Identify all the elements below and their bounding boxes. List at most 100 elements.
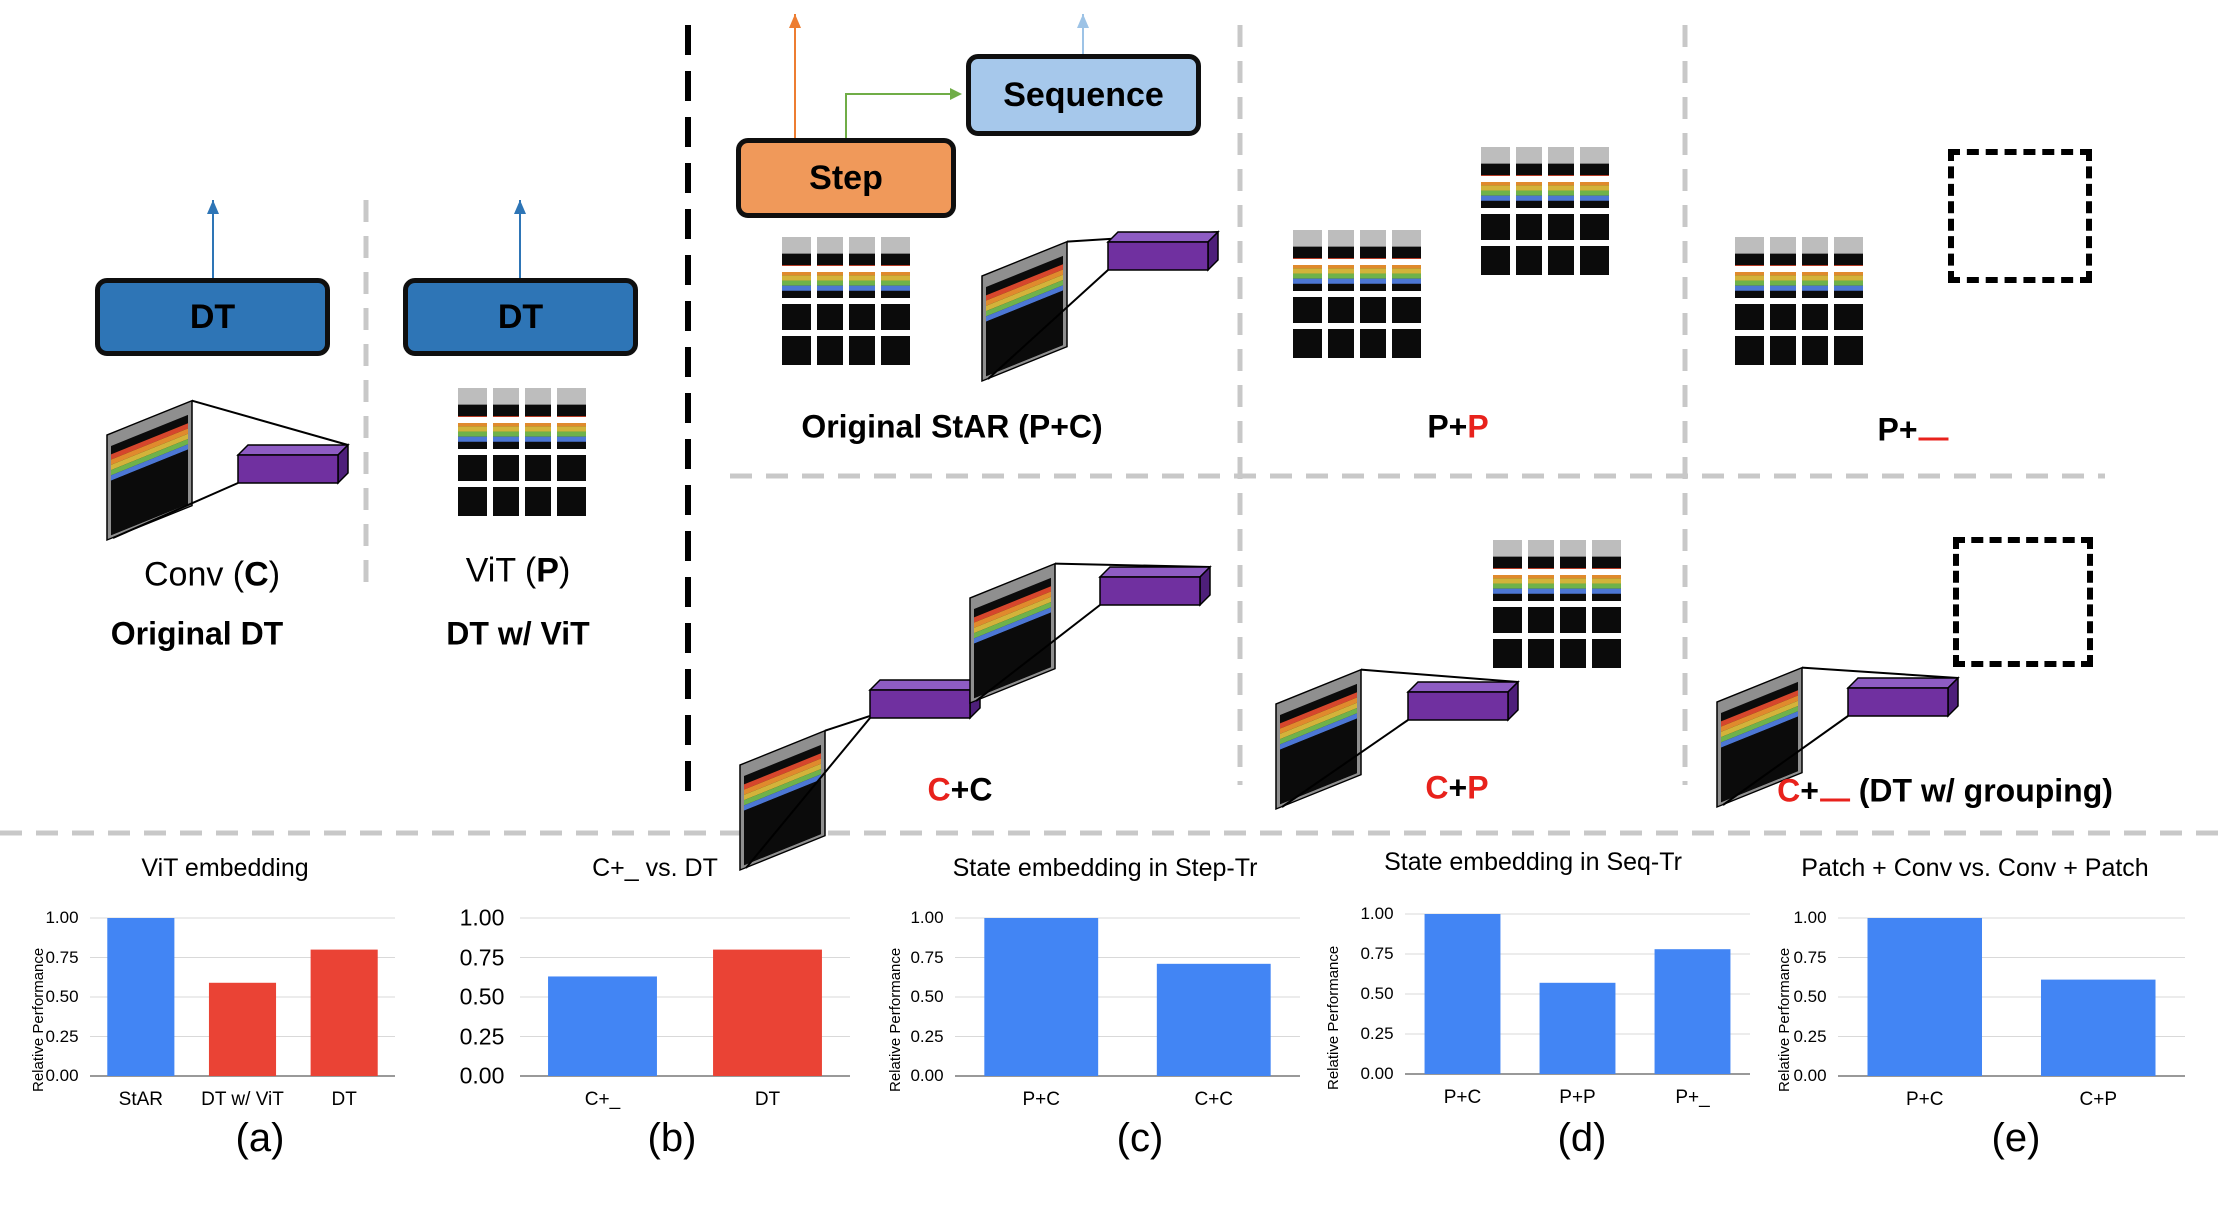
conv-cblank-bar-top (1846, 677, 1960, 689)
conv-original-dt-bar-front (237, 454, 339, 484)
conv-star-line-bottom (987, 269, 1109, 380)
chart-4-ytick: 0.50 (1793, 987, 1827, 1006)
arrow-step-to-seq-head (950, 88, 962, 100)
v2-plus: + (950, 771, 970, 808)
sequence-box: Sequence (966, 54, 1201, 136)
vit-prefix: ViT ( (465, 551, 537, 590)
conv-star-frame-row-1 (986, 269, 1063, 306)
chart-2-ytick: 0.50 (910, 987, 944, 1006)
v4-blank (1819, 767, 1850, 802)
conv-cblank-line-bottom (1722, 715, 1849, 806)
vit-suffix: ) (558, 551, 571, 590)
v4-plus: + (1800, 772, 1819, 809)
conv-cp-line-bottom (1281, 719, 1409, 808)
chart-4-bar-0 (1867, 918, 1983, 1076)
conv-original-dt-frame-row-4 (111, 444, 188, 481)
chart-4-ytick: 0.75 (1793, 947, 1827, 967)
chart-0-ylabel: Relative Performance (30, 947, 47, 1092)
conv-cblank-bar (1846, 676, 1960, 718)
conv-cp-bar-front (1407, 691, 1509, 721)
conv-original-dt-frame-row-2 (111, 433, 188, 471)
empty-slot-box-top (1948, 149, 2092, 283)
conv-star-bar-top (1106, 231, 1220, 243)
conv-original-dt-frame-row-0 (111, 423, 188, 460)
chart-1-xtick: C+_ (584, 1089, 621, 1110)
chart-2-ytick: 1.00 (910, 908, 944, 927)
variant-caption-p-blank: P+ (1877, 406, 1949, 449)
patch-star-hgap-3 (782, 330, 910, 336)
conv-cp-frame-dark (1280, 718, 1357, 805)
chart-2-ytick: 0.25 (910, 1026, 944, 1046)
conv-cc-a-frame-row-2 (744, 763, 821, 801)
chart-1-ytick: 0.75 (459, 944, 505, 970)
chart-1-bar-1 (713, 949, 822, 1076)
conv-original-dt-bar-top (236, 444, 350, 456)
empty-slot-box-bottom (1953, 537, 2093, 667)
conv-cp-frame-row-0 (1280, 692, 1357, 729)
chart-0-xtick: DT (331, 1089, 357, 1110)
patch-pp-a-hgap-3 (1293, 323, 1421, 329)
chart-2-xtick: C+C (1194, 1089, 1234, 1110)
chart-3 (1405, 913, 1750, 1075)
conv-cblank-frame (1716, 666, 1803, 809)
arrow-dt-vit-out (514, 200, 526, 278)
step-box-label: Step (809, 158, 883, 197)
chart-3-bar-2 (1654, 949, 1731, 1074)
chart-3-ytick: 1.00 (1360, 904, 1394, 923)
patch-pblank-vgap-3 (1828, 237, 1834, 365)
dt-vit-caption: DT w/ ViT (446, 615, 590, 652)
section-dividers (0, 25, 2231, 836)
conv-cblank-bar-front (1847, 687, 1949, 717)
conv-original-dt-line-bottom (112, 482, 239, 539)
conv-cp-frame-row-4 (1280, 713, 1357, 750)
conv-original-dt-frame (106, 399, 193, 542)
chart-1 (520, 917, 850, 1077)
dt-vit-box: DT (403, 278, 638, 356)
chart-3-bar-1 (1539, 982, 1616, 1074)
chart-2-xtick: P+C (1022, 1089, 1061, 1110)
conv-star-bar-front (1107, 241, 1209, 271)
chart-4-bar-1 (2040, 979, 2156, 1076)
patch-dt-vit (458, 388, 586, 516)
variant-caption-c-blank: C+ (DT w/ grouping) (1777, 767, 2113, 810)
conv-cc-a-frame-row-3 (744, 769, 821, 806)
chart-0-ytick: 1.00 (45, 908, 79, 927)
step-box: Step (736, 138, 956, 218)
chart-4-ylabel: Relative Performance (1776, 947, 1793, 1092)
chart-4-ytick: 1.00 (1793, 908, 1827, 927)
conv-cc-a-line-bottom (745, 717, 871, 869)
patch-pp-a (1293, 230, 1421, 358)
charts (90, 913, 2185, 1077)
chart-1-ytick: 0.00 (459, 1062, 505, 1089)
patch-pblank-hgap-2 (1735, 298, 1863, 304)
conv-original-dt-line-top (191, 399, 349, 446)
vit-encoder-label: ViT (P) (466, 552, 571, 591)
conv-cc-a-frame-row-1 (744, 758, 821, 795)
game-frames (106, 147, 1960, 872)
conv-cc-b-frame (969, 562, 1056, 705)
conv-star-frame-row-2 (986, 274, 1063, 312)
chart-0-bar-0 (107, 918, 175, 1076)
patch-cp-hgap-3 (1493, 633, 1621, 639)
v4-part1: C (1777, 772, 1801, 809)
patch-star-hgap-2 (782, 298, 910, 304)
conv-cc-b-bar (1098, 565, 1212, 607)
sequence-box-label: Sequence (1003, 75, 1164, 114)
chart-3-ytick: 0.00 (1360, 1064, 1394, 1083)
patch-pp-a-hgap-2 (1293, 291, 1421, 297)
chart-4-xtick: P+C (1906, 1089, 1944, 1110)
chart-1-ytick: 1.00 (459, 904, 505, 931)
v1-blank (1918, 406, 1949, 441)
patch-pp-b-vgap-3 (1574, 147, 1580, 275)
chart-0-ytick: 0.00 (45, 1066, 79, 1085)
chart-1-panel-label: (b) (647, 1116, 697, 1160)
chart-2-bar-1 (1156, 963, 1271, 1076)
original-dt-caption: Original DT (110, 615, 284, 652)
chart-4-ytick: 0.00 (1793, 1066, 1827, 1085)
chart-0-panel-label: (a) (235, 1116, 285, 1160)
chart-2 (955, 917, 1300, 1077)
chart-3-xtick: P+C (1443, 1087, 1482, 1108)
conv-original-dt-frame-row-3 (111, 439, 188, 476)
chart-1-ytick: 0.25 (459, 1023, 505, 1049)
